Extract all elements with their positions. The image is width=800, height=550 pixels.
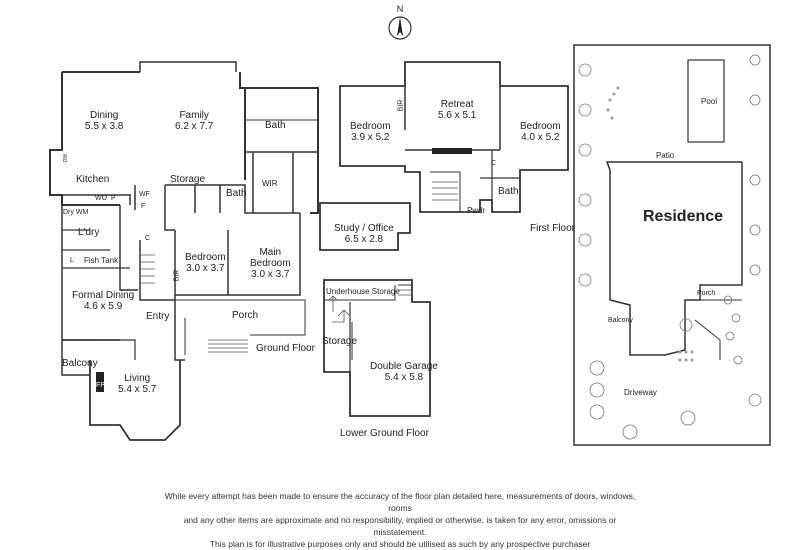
underhouse-storage-label: Underhouse Storage bbox=[326, 287, 400, 296]
first-floor-title: First Floor bbox=[530, 223, 575, 234]
porch-label: Porch bbox=[232, 310, 259, 321]
bir-label: BIR bbox=[173, 269, 181, 282]
residence-label: Residence bbox=[643, 208, 724, 225]
bath2-label: Bath bbox=[226, 188, 247, 199]
lower-storage-label: Storage bbox=[322, 336, 358, 347]
entry-label: Entry bbox=[146, 311, 170, 322]
site-porch-label: Porch bbox=[697, 290, 716, 297]
first-bath-label: Bath bbox=[498, 186, 519, 197]
driveway-label: Driveway bbox=[624, 388, 657, 397]
p-label: P bbox=[111, 195, 116, 202]
north-arrow: N bbox=[386, 4, 414, 44]
f-label: F bbox=[141, 203, 146, 210]
powder-label: Pwdr bbox=[467, 206, 486, 215]
kitchen-label: Kitchen bbox=[76, 174, 110, 185]
compass-icon bbox=[388, 16, 412, 40]
disclaimer-line: This plan is for illustrative purposes o… bbox=[209, 539, 591, 549]
fp-label: FP bbox=[96, 382, 105, 389]
wir-label: WIR bbox=[262, 179, 278, 188]
wf-label: WF bbox=[139, 191, 150, 198]
bath-label: Bath bbox=[265, 120, 286, 131]
disclaimer-line: and any other items are approximate and … bbox=[183, 515, 617, 537]
laundry-label: L'dry bbox=[78, 227, 100, 238]
storage-label: Storage bbox=[170, 174, 206, 185]
dry-wm-label: Dry WM bbox=[63, 209, 89, 216]
floor-plan bbox=[49, 44, 771, 446]
dw-label: DW bbox=[63, 153, 70, 163]
site-balcony-label: Balcony bbox=[608, 317, 633, 324]
patio-label: Patio bbox=[656, 151, 675, 160]
lower-ground-floor-title: Lower Ground Floor bbox=[340, 428, 429, 439]
pool-label: Pool bbox=[701, 97, 718, 106]
wo-label: WO bbox=[95, 195, 108, 202]
north-label: N bbox=[396, 4, 404, 14]
l-label: L bbox=[70, 257, 74, 264]
disclaimer-text: While every attempt has been made to ens… bbox=[160, 490, 640, 550]
first-bir-label: BIR bbox=[397, 99, 405, 112]
ground-floor-title: Ground Floor bbox=[256, 343, 315, 354]
disclaimer-line: While every attempt has been made to ens… bbox=[164, 491, 636, 513]
fish-tank-label: Fish Tank bbox=[84, 256, 119, 265]
balcony-label: Balcony bbox=[62, 358, 98, 369]
first-closet-label: C bbox=[491, 160, 497, 167]
closet-label: C bbox=[145, 235, 151, 242]
